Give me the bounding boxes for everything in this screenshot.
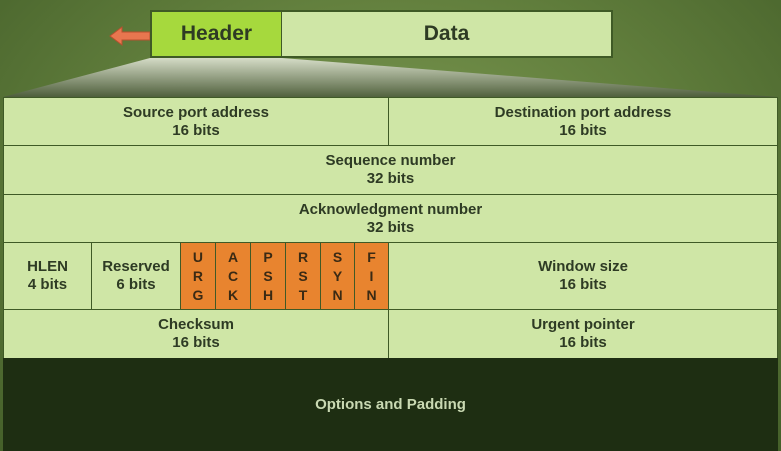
field-label: Checksum <box>158 316 234 333</box>
field-label: Sequence number <box>325 152 456 169</box>
field-bits: 16 bits <box>559 121 607 139</box>
data-segment-label: Data <box>423 22 470 45</box>
field-label: Options and Padding <box>315 396 466 413</box>
sequence-number-field: Sequence number 32 bits <box>3 145 778 195</box>
reserved-field: Reserved 6 bits <box>91 242 181 310</box>
field-label: Destination port address <box>494 103 672 121</box>
field-bits: 16 bits <box>172 121 220 139</box>
acknowledgment-number-field: Acknowledgment number 32 bits <box>3 194 778 243</box>
urgent-pointer-field: Urgent pointer 16 bits <box>388 309 778 359</box>
field-label: Window size <box>538 258 628 275</box>
field-bits: 16 bits <box>172 334 220 351</box>
header-segment: Header <box>150 10 283 58</box>
field-label: Source port address <box>123 103 269 121</box>
field-bits: 16 bits <box>559 276 607 293</box>
options-and-padding-field: Options and Padding <box>3 358 778 451</box>
hlen-field: HLEN 4 bits <box>3 242 92 310</box>
arrow-left-icon <box>109 26 151 46</box>
header-segment-label: Header <box>180 22 253 45</box>
field-bits: 4 bits <box>27 276 68 293</box>
window-size-field: Window size 16 bits <box>388 242 778 310</box>
source-port-field: Source port address 16 bits <box>3 97 389 146</box>
field-bits: 16 bits <box>559 334 607 351</box>
data-segment: Data <box>282 10 613 58</box>
field-label: Acknowledgment number <box>298 200 483 218</box>
field-bits: 6 bits <box>116 276 156 293</box>
field-bits: 32 bits <box>366 218 415 236</box>
field-bits: 32 bits <box>366 170 415 187</box>
field-label: HLEN <box>27 258 68 275</box>
checksum-field: Checksum 16 bits <box>3 309 389 359</box>
field-label: Reserved <box>102 258 170 275</box>
field-label: Urgent pointer <box>531 316 635 333</box>
destination-port-field: Destination port address 16 bits <box>388 97 778 146</box>
